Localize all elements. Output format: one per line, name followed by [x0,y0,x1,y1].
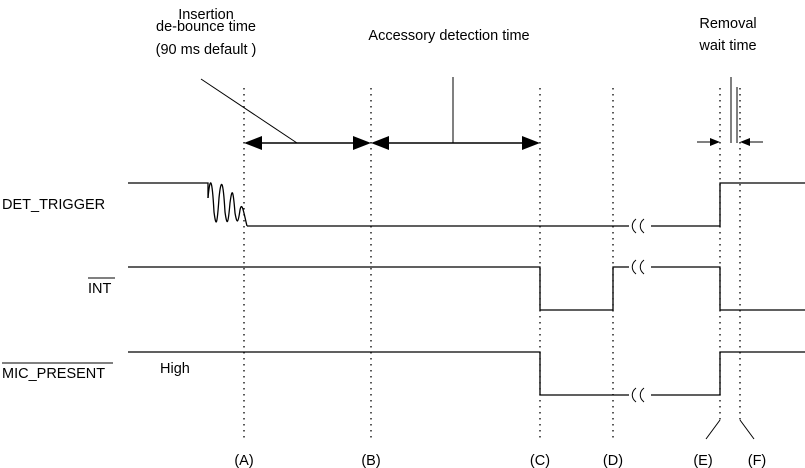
marker-c-label: (C) [530,453,550,468]
insertion-label-line3: (90 ms default ) [156,42,257,58]
debounce-interval-arrow [244,136,371,150]
removal-interval-arrows [697,138,763,146]
det-trigger-signal-label: DET_TRIGGER [2,197,105,213]
mic-present-signal-label: MIC_PRESENT [2,366,105,382]
mic-present-waveform [128,351,805,403]
accessory-detection-label: Accessory detection time [368,28,529,44]
marker-d-label: (D) [603,453,623,468]
marker-f-leader [739,419,755,440]
insertion-label-line2: de-bounce time [156,19,256,35]
insertion-leader-line [200,78,298,144]
marker-f-label: (F) [748,453,767,468]
det-trigger-waveform [128,182,805,234]
int-signal-label: INT [88,281,112,297]
mic-present-state-label: High [160,361,190,377]
insertion-label-line1: Insertion [178,7,234,23]
marker-a-label: (A) [234,453,253,468]
marker-e-label: (E) [693,453,712,468]
marker-b-label: (B) [361,453,380,468]
removal-label-line2: wait time [698,38,756,54]
detection-interval-arrow [371,136,540,150]
int-waveform [128,259,805,311]
removal-label-line1: Removal [699,16,756,32]
marker-e-leader [705,419,721,440]
